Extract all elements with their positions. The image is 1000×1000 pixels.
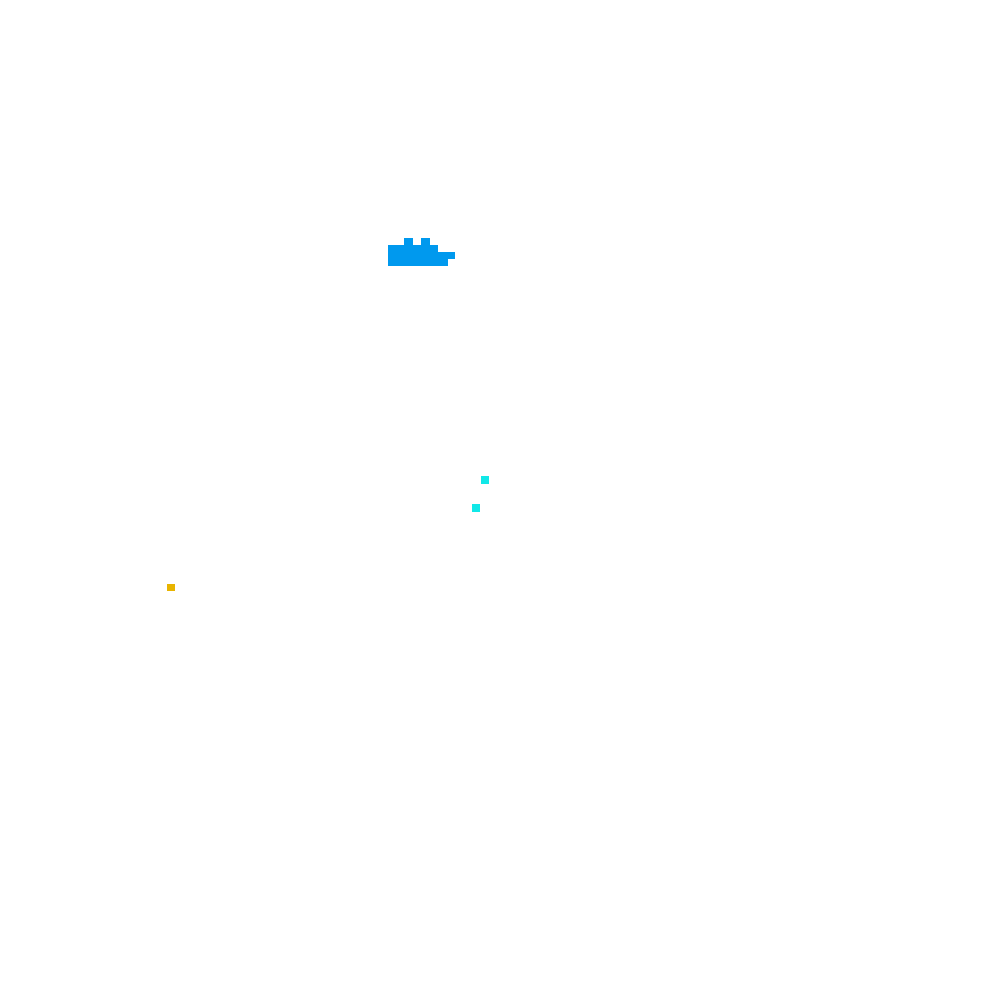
player-ship-body [388,245,438,266]
enemy-dot [472,504,480,512]
pickup-dot [167,584,175,591]
enemy-dot [481,476,489,484]
player-ship-bow [448,252,455,259]
player-ship-turret-left [404,238,413,245]
player-ship-turret-right [421,238,430,245]
player-ship-deck [438,252,448,266]
